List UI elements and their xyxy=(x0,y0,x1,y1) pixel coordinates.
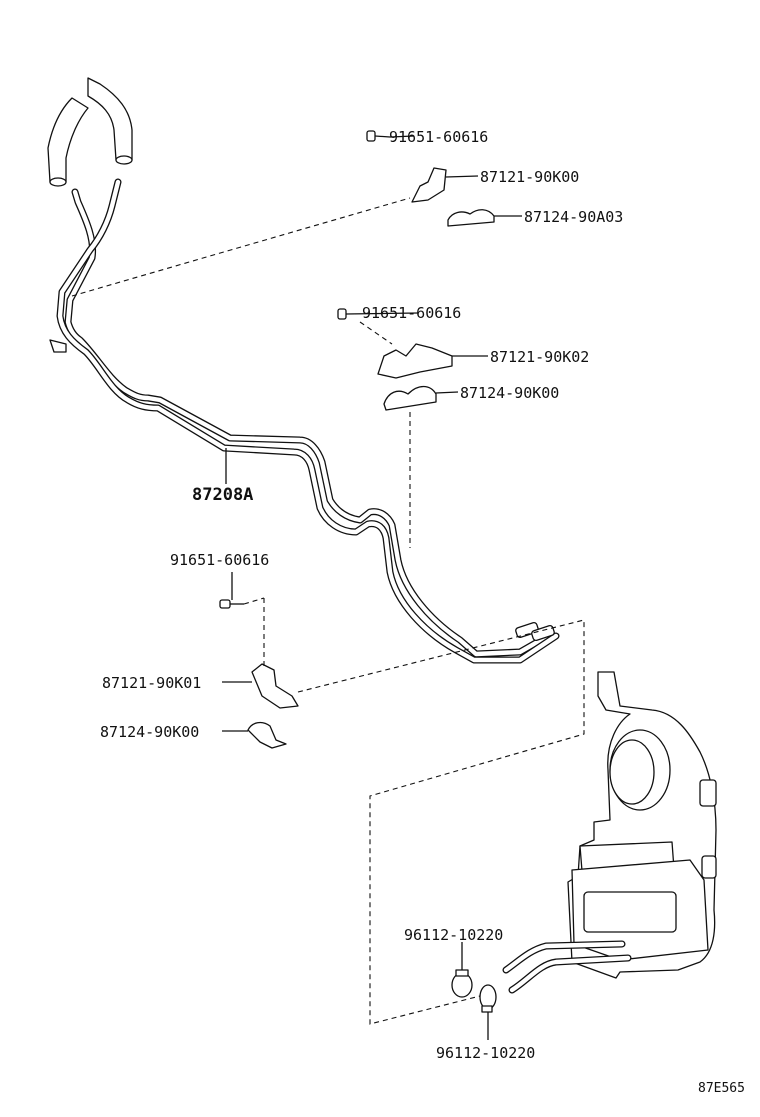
clamp-3 xyxy=(222,663,299,709)
cushion-2 xyxy=(383,385,459,411)
label-bolt-1: 91651-60616 xyxy=(389,128,488,146)
label-clamp-2: 87121-90K02 xyxy=(490,348,589,366)
label-clamp-1: 87121-90K00 xyxy=(480,168,579,186)
hose-clamp-upper xyxy=(451,942,473,998)
label-cushion-3: 87124-90K00 xyxy=(100,723,199,741)
label-clamp-3: 87121-90K01 xyxy=(102,674,201,692)
bolt-1 xyxy=(366,130,415,142)
clamp-2 xyxy=(377,343,488,379)
heater-unit xyxy=(567,671,717,979)
heater-water-pipe xyxy=(49,178,560,664)
diagram-code: 87E565 xyxy=(698,1081,745,1096)
label-hose-clamp-upper: 96112-10220 xyxy=(404,926,503,944)
label-bolt-2: 91651-60616 xyxy=(362,304,461,322)
cushion-3 xyxy=(222,721,287,749)
label-hose-clamp-lower: 96112-10220 xyxy=(436,1044,535,1062)
assembly-lines xyxy=(71,197,585,1025)
hose-clamp-lower xyxy=(479,984,497,1040)
upper-hose-right xyxy=(87,77,133,165)
lower-heater-hoses xyxy=(502,940,632,994)
bolt-3 xyxy=(219,572,244,609)
cushion-1 xyxy=(447,209,522,227)
bolt-2 xyxy=(337,308,419,320)
label-cushion-1: 87124-90A03 xyxy=(524,208,623,226)
upper-hose-left xyxy=(47,97,89,187)
label-pipe: 87208A xyxy=(192,485,253,505)
clamp-1 xyxy=(411,167,479,203)
label-bolt-3: 91651-60616 xyxy=(170,551,269,569)
label-cushion-2: 87124-90K00 xyxy=(460,384,559,402)
